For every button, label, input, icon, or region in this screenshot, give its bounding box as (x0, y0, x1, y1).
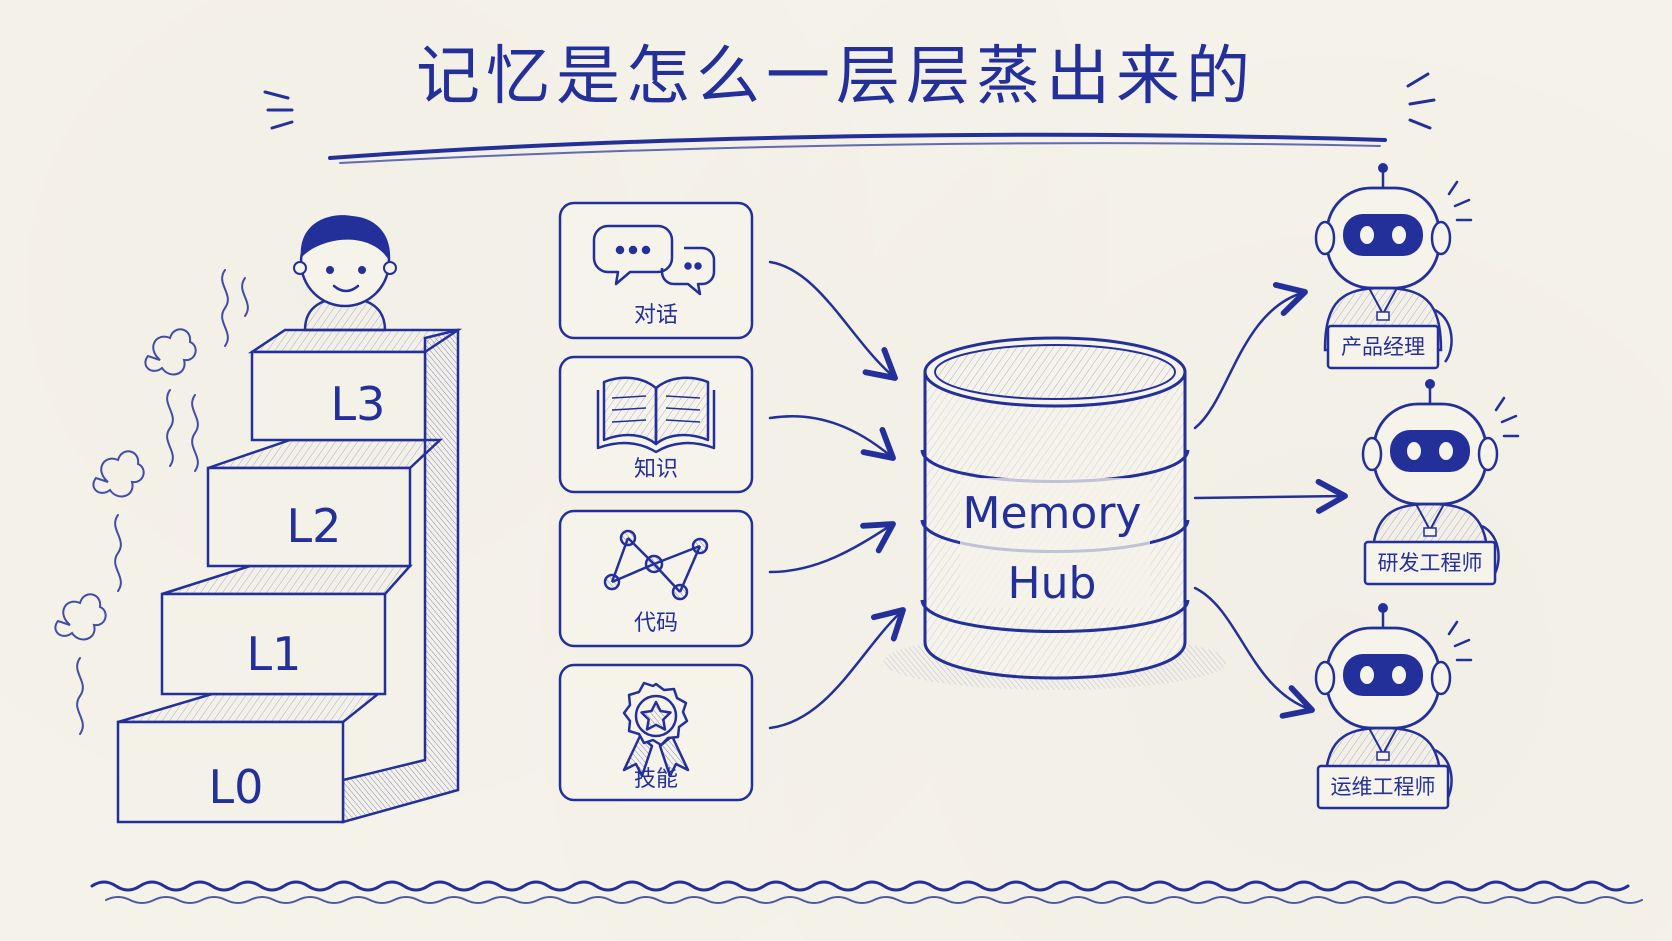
title-group: 记忆是怎么一层层蒸出来的 (263, 40, 1436, 164)
page-title: 记忆是怎么一层层蒸出来的 (416, 40, 1256, 114)
arrows-hub-to-agents (1193, 282, 1348, 719)
hub-label-line2: Hub (1008, 558, 1097, 609)
stair-step-l2: L2 (206, 438, 444, 568)
robot-agent-ops: 运维工程师 (1314, 603, 1473, 810)
agent-role-label: 运维工程师 (1331, 775, 1436, 799)
robot-agent-dev: 研发工程师 (1361, 379, 1520, 586)
agent-role-label: 产品经理 (1341, 335, 1425, 359)
name-badge (1363, 540, 1497, 586)
level-label-l3: L3 (331, 377, 386, 431)
arrow-hub-to-ops (1193, 586, 1315, 719)
bottom-wave-decoration (90, 880, 1643, 904)
emphasis-marks-right (1406, 72, 1436, 130)
staircase: L0 L1 L2 L3 (116, 328, 463, 824)
agent-role-label: 研发工程师 (1378, 551, 1483, 575)
robot-agent-pm: 产品经理 (1314, 163, 1473, 370)
level-label-l1: L1 (247, 627, 302, 681)
stair-step-l3: L3 (247, 328, 463, 442)
memory-hub: Memory Hub (883, 336, 1227, 690)
arrow-skill-to-hub (768, 607, 906, 730)
stair-step-l1: L1 (160, 564, 413, 696)
arrow-hub-to-dev (1193, 478, 1348, 514)
badge-star-icon (622, 681, 690, 778)
source-label-dialogue: 对话 (634, 303, 678, 328)
source-card-skill: 技能 (558, 663, 754, 802)
level-label-l2: L2 (287, 499, 342, 553)
arrow-hub-to-pm (1193, 282, 1308, 430)
source-label-knowledge: 知识 (634, 457, 678, 482)
source-card-knowledge: 知识 (558, 355, 754, 494)
source-card-dialogue: 对话 (558, 201, 754, 340)
level-label-l0: L0 (209, 760, 264, 814)
arrow-knowledge-to-hub (768, 414, 896, 461)
arrows-sources-to-hub (768, 260, 906, 730)
emphasis-marks-left (263, 90, 294, 130)
chat-bubbles-icon (592, 224, 716, 296)
source-label-code: 代码 (634, 611, 678, 636)
hub-label-line1: Memory (963, 488, 1142, 539)
steam-wisps (54, 269, 249, 735)
node-graph-icon (603, 529, 709, 601)
name-badge (1326, 324, 1440, 370)
title-underline (328, 132, 1387, 160)
name-badge (1316, 764, 1450, 810)
stair-step-l0: L0 (116, 692, 382, 824)
person-avatar (293, 215, 397, 332)
source-label-skill: 技能 (634, 767, 678, 792)
arrow-code-to-hub (768, 521, 896, 574)
open-book-icon (596, 376, 716, 454)
arrow-dialogue-to-hub (768, 260, 898, 381)
source-card-code: 代码 (558, 509, 754, 648)
